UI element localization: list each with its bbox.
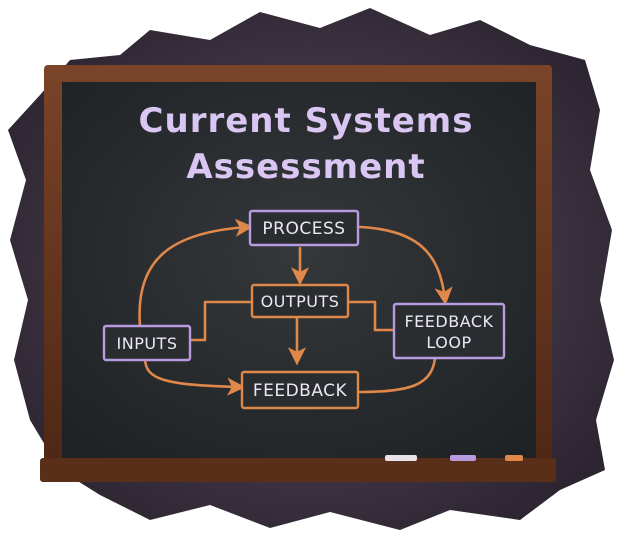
arrow-inputs-to-feedback xyxy=(143,356,246,396)
connector-outputs-to-feedback-loop xyxy=(346,300,395,332)
node-inputs: INPUTS xyxy=(102,324,192,362)
node-feedback: FEEDBACK xyxy=(240,370,360,410)
node-outputs: OUTPUTS xyxy=(250,283,350,319)
node-feedback-loop-label-line2: LOOP xyxy=(426,333,471,352)
node-outputs-label: OUTPUTS xyxy=(261,292,340,311)
connector-inputs-to-outputs xyxy=(188,300,252,342)
node-feedback-label: FEEDBACK xyxy=(253,381,348,401)
arrow-process-to-feedback-loop xyxy=(358,225,453,306)
node-process-label: PROCESS xyxy=(262,219,345,239)
frame-bottom-ledge xyxy=(40,458,556,482)
chalk-piece-white xyxy=(385,455,417,461)
chalk-piece-orange xyxy=(505,455,523,461)
node-process: PROCESS xyxy=(248,209,360,247)
node-feedback-loop-label-line1: FEEDBACK xyxy=(404,312,493,331)
board-title-line1: Current Systems xyxy=(139,101,474,141)
connector-feedback-loop-to-feedback xyxy=(358,356,437,394)
node-inputs-label: INPUTS xyxy=(117,334,178,353)
arrow-inputs-to-process xyxy=(138,218,254,328)
node-feedback-loop: FEEDBACK LOOP xyxy=(392,302,506,360)
board-title-line2: Assessment xyxy=(186,147,425,187)
chalk-piece-purple xyxy=(450,455,476,461)
